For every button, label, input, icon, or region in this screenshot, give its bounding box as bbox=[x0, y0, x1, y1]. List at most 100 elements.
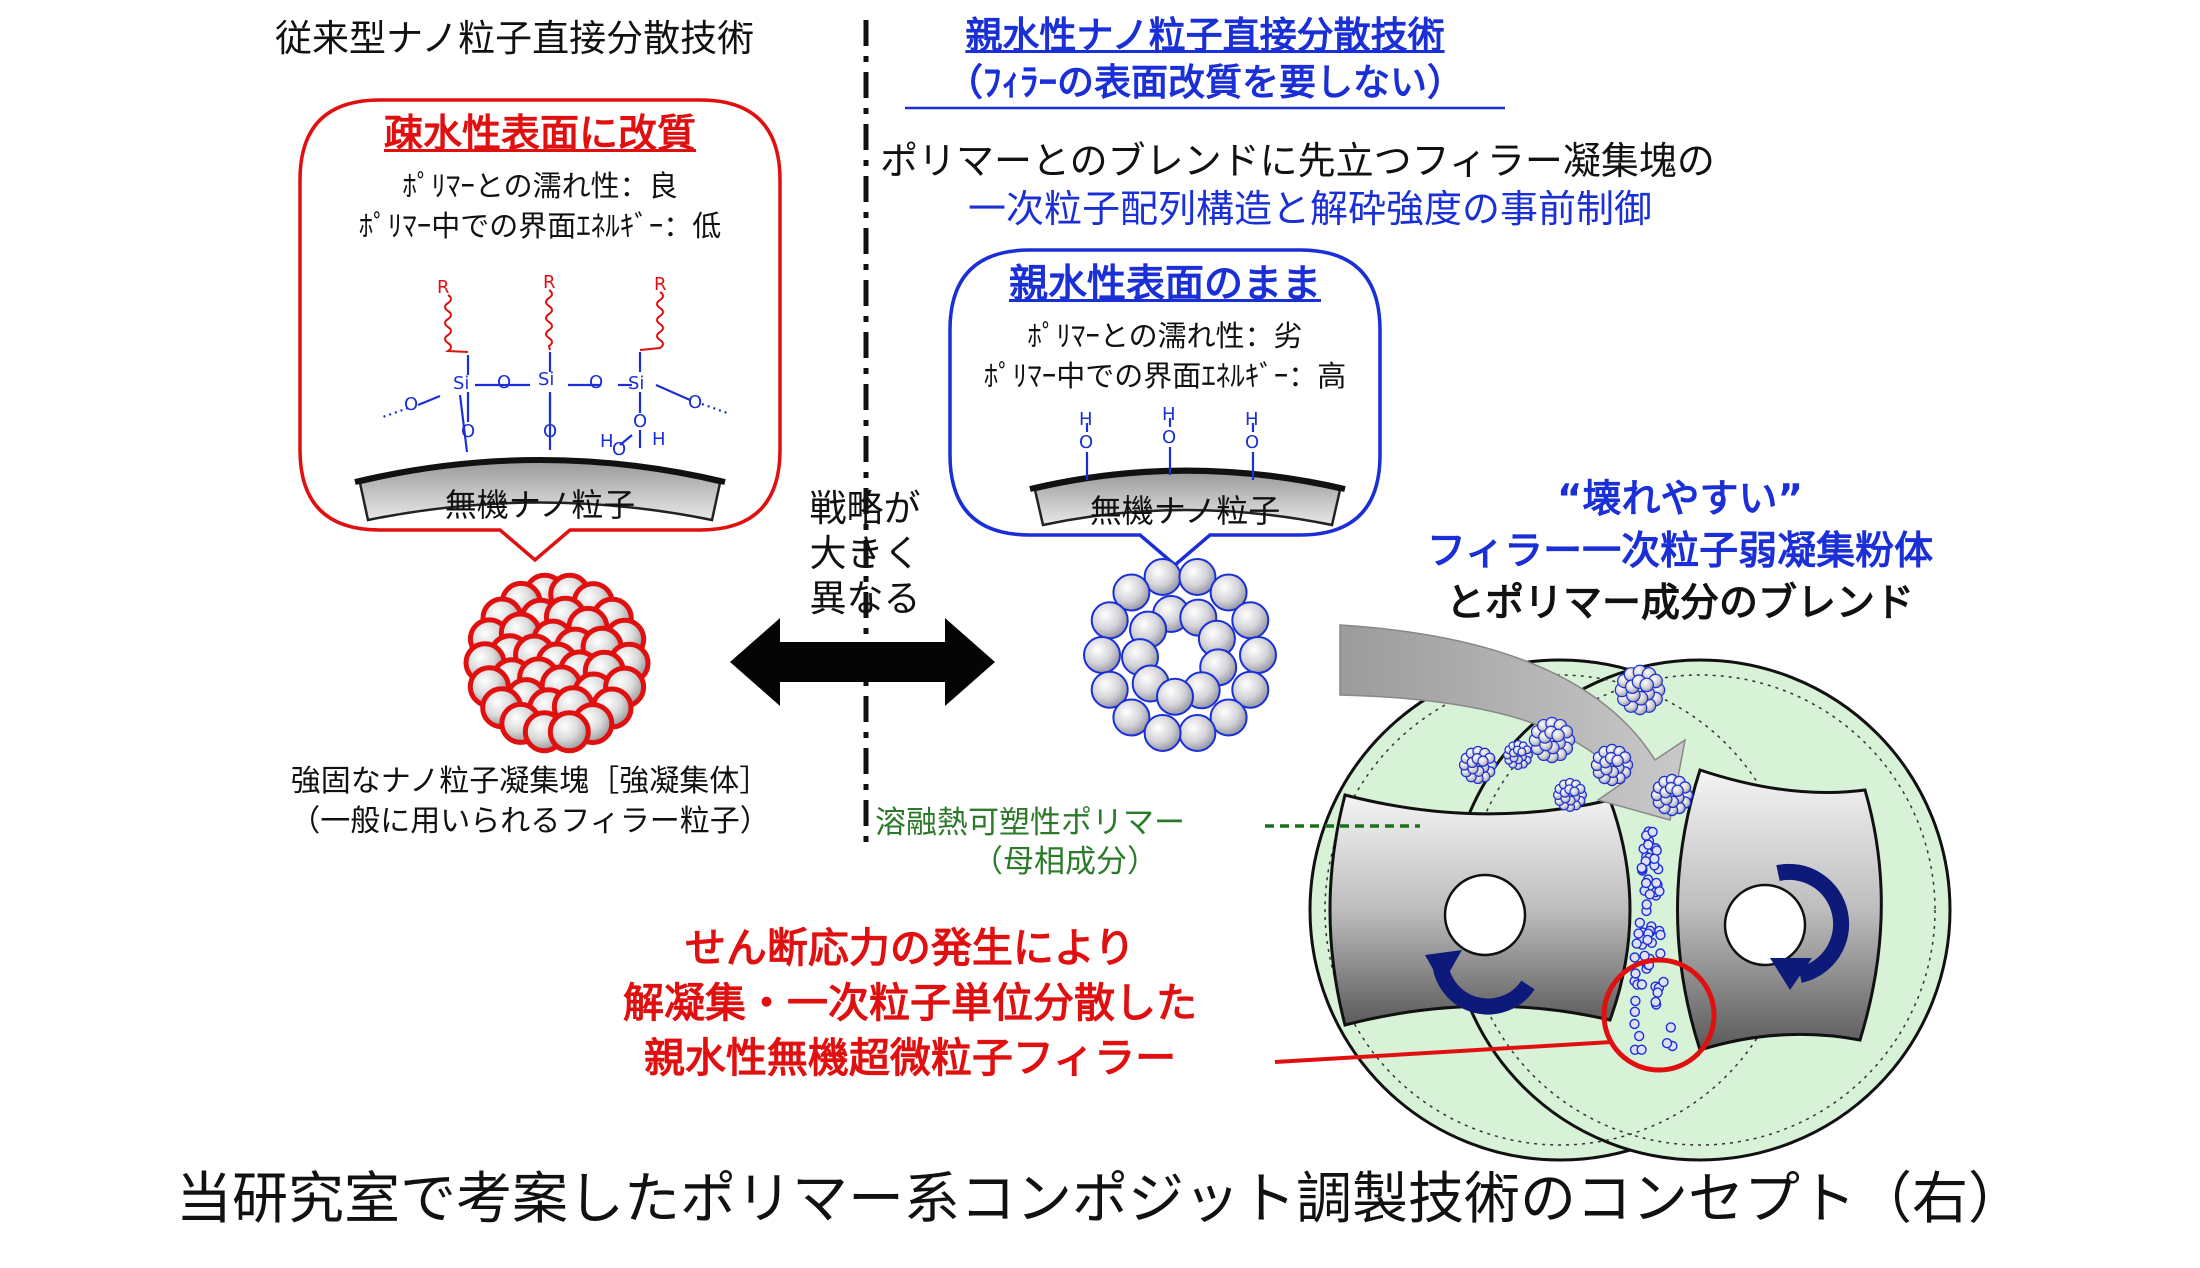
left-callout-title: 疎水性表面に改質 bbox=[383, 112, 696, 157]
blue-particle bbox=[1239, 636, 1277, 674]
dispersion-highlight-circle bbox=[1601, 957, 1717, 1073]
left-o-label-3: O bbox=[589, 372, 604, 393]
blue-particle bbox=[1209, 698, 1248, 737]
dispersed-particle bbox=[1642, 934, 1653, 946]
right-h-label-2: H bbox=[1162, 404, 1176, 425]
hydroxyl-groups bbox=[1085, 418, 1255, 480]
blue-particle bbox=[1231, 601, 1270, 640]
right-h-label-3: H bbox=[1245, 409, 1259, 430]
left-o-label-8: O bbox=[612, 439, 627, 460]
right-header-line1: 親水性ナノ粒子直接分散技術 bbox=[965, 14, 1445, 57]
left-wetting-text: ﾎﾟﾘﾏｰとの濡れ性：良 bbox=[402, 169, 678, 203]
dispersed-particles bbox=[1629, 826, 1678, 1056]
fragile-line1: “壊れやすい” bbox=[1556, 477, 1804, 522]
strategy-line2: 大きく bbox=[809, 532, 921, 575]
blue-particle bbox=[1178, 714, 1217, 752]
strategy-line3: 異なる bbox=[809, 577, 921, 620]
feed-particle bbox=[1671, 784, 1684, 798]
right-rotation-arrow bbox=[1776, 863, 1850, 983]
polymer-label-line1: 溶融熱可塑性ポリマー bbox=[875, 805, 1185, 841]
dispersed-particle bbox=[1629, 952, 1640, 963]
right-callout-title: 親水性表面のまま bbox=[1008, 262, 1321, 307]
right-h-label-1: H bbox=[1079, 409, 1093, 430]
right-shaft bbox=[1723, 883, 1807, 967]
dispersed-particle bbox=[1636, 979, 1648, 990]
left-si-label-3: Si bbox=[628, 373, 645, 394]
dispersed-particle bbox=[1636, 862, 1647, 874]
left-shaft bbox=[1443, 873, 1527, 957]
dispersed-particle bbox=[1640, 877, 1652, 889]
dispersed-particle bbox=[1641, 899, 1652, 910]
red-particle bbox=[547, 710, 591, 754]
feed-particle bbox=[1477, 755, 1489, 767]
left-si-label-1: Si bbox=[453, 373, 470, 394]
dispersed-particle bbox=[1634, 917, 1646, 928]
right-o-label-1: O bbox=[1079, 432, 1094, 453]
feed-particle bbox=[1517, 747, 1527, 757]
dispersed-particle bbox=[1661, 1037, 1673, 1049]
right-o-label-2: O bbox=[1162, 427, 1177, 448]
dispersed-particle bbox=[1654, 886, 1665, 897]
left-energy-text: ﾎﾟﾘﾏｰ中での界面ｴﾈﾙｷﾞｰ：低 bbox=[358, 209, 722, 243]
left-r-label-3: R bbox=[654, 274, 667, 295]
left-caption-line1: 強固なナノ粒子凝集塊［強凝集体］ bbox=[290, 764, 770, 799]
right-energy-text: ﾎﾟﾘﾏｰ中での界面ｴﾈﾙｷﾞｰ：高 bbox=[983, 359, 1347, 393]
footer-title: 当研究室で考案したポリマー系コンポジット調製技術のコンセプト（右） bbox=[176, 1167, 2024, 1232]
left-o-label-4: O bbox=[688, 392, 703, 413]
feed-particle bbox=[1639, 677, 1655, 693]
dispersed-particle bbox=[1647, 826, 1658, 838]
dispersed-particle bbox=[1629, 1018, 1640, 1030]
dispersed-particle bbox=[1630, 968, 1641, 979]
left-caption-line2: （一般に用いられるフィラー粒子） bbox=[290, 804, 770, 839]
left-o-label-5: O bbox=[461, 421, 476, 442]
left-callout-box bbox=[298, 98, 782, 563]
dispersed-particle bbox=[1644, 889, 1656, 900]
polymer-label-line2: （母相成分） bbox=[972, 844, 1158, 880]
right-intro-line2: 一次粒子配列構造と解砕強度の事前制御 bbox=[967, 187, 1652, 231]
dispersed-particle bbox=[1655, 929, 1666, 941]
fragile-line3: とポリマー成分のブレンド bbox=[1445, 581, 1914, 626]
left-o-label-1: O bbox=[404, 394, 419, 415]
dispersed-particle bbox=[1636, 1044, 1647, 1055]
left-r-label-2: R bbox=[543, 272, 556, 293]
dispersed-particle bbox=[1649, 853, 1660, 864]
dispersed-particle bbox=[1633, 1030, 1645, 1042]
feed-particle bbox=[1569, 786, 1580, 797]
dispersed-particle bbox=[1651, 877, 1662, 889]
blue-particle bbox=[1231, 670, 1270, 709]
left-o-label-6: O bbox=[543, 421, 558, 442]
blue-particle bbox=[1112, 573, 1151, 612]
dispersed-particle bbox=[1658, 976, 1669, 988]
left-r-label-1: R bbox=[437, 277, 450, 298]
fragile-line2: フィラー一次粒子弱凝集粉体 bbox=[1426, 529, 1934, 574]
weak-aggregate-cluster bbox=[1083, 558, 1277, 752]
dispersed-particle bbox=[1633, 928, 1644, 939]
blue-particle bbox=[1090, 601, 1129, 640]
right-wetting-text: ﾎﾟﾘﾏｰとの濡れ性：劣 bbox=[1027, 319, 1303, 353]
blue-particle bbox=[1112, 698, 1151, 737]
strong-aggregate-cluster bbox=[463, 572, 651, 754]
shear-line3: 親水性無機超微粒子フィラー bbox=[643, 1034, 1177, 1082]
feed-particle bbox=[1611, 754, 1624, 768]
strategy-line1: 戦略が bbox=[809, 487, 921, 530]
blue-particle bbox=[1156, 677, 1194, 716]
alkyl-chains bbox=[444, 289, 664, 353]
blue-particle bbox=[1209, 573, 1248, 612]
blue-particle bbox=[1090, 670, 1129, 709]
dispersed-particle bbox=[1629, 1006, 1641, 1017]
siloxane-structure bbox=[379, 352, 731, 453]
shear-line1: せん断応力の発生により bbox=[684, 924, 1136, 972]
left-surface-label: 無機ナノ粒子 bbox=[444, 486, 636, 524]
feed-powder-clusters bbox=[1458, 664, 1694, 817]
dispersed-particle bbox=[1655, 948, 1666, 959]
double-arrow bbox=[730, 618, 995, 706]
right-o-label-3: O bbox=[1245, 432, 1260, 453]
dispersed-particle bbox=[1631, 938, 1642, 949]
right-surface-label: 無機ナノ粒子 bbox=[1089, 492, 1281, 530]
left-si-label-2: Si bbox=[538, 369, 555, 390]
blue-particle bbox=[1178, 558, 1217, 596]
shear-line2: 解凝集・一次粒子単位分散した bbox=[623, 979, 1197, 1027]
blue-particle bbox=[1083, 636, 1121, 674]
feed-particle bbox=[1551, 728, 1565, 743]
